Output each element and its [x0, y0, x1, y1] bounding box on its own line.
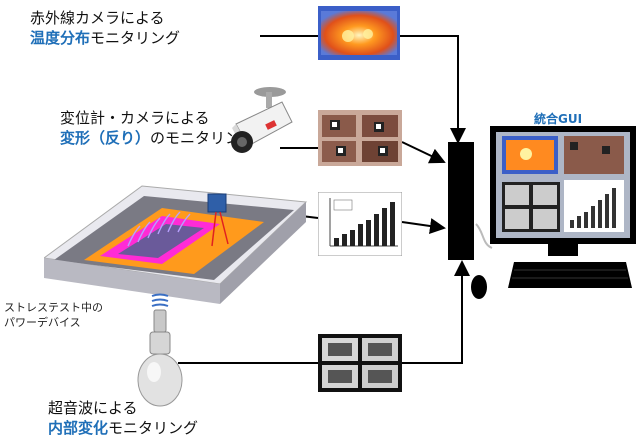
infrared-label-line2: 温度分布モニタリング — [30, 28, 180, 48]
ultrasound-label: 超音波による 内部変化モニタリング — [48, 398, 198, 438]
device-label-line2: パワーデバイス — [4, 316, 81, 329]
ultrasonic-transducer-icon — [137, 293, 183, 407]
displacement-label-line1: 変位計・カメラによる — [60, 109, 210, 127]
bar-graph-icon — [318, 192, 402, 256]
thermal-image-icon — [318, 6, 400, 60]
ultrasound-label-line1: 超音波による — [48, 399, 138, 417]
gui-title: 統合GUI — [534, 112, 583, 126]
infrared-highlight: 温度分布 — [30, 29, 91, 47]
power-module-illustration — [44, 185, 308, 304]
computer-tower-icon — [448, 142, 474, 260]
infrared-label: 赤外線カメラによる 温度分布モニタリング — [30, 8, 180, 48]
displacement-label: 変位計・カメラによる 変形（反り）のモニタリング — [60, 108, 255, 148]
ultrasound-label-line2: 内部変化モニタリング — [48, 418, 198, 438]
displacement-label-line2: 変形（反り）のモニタリング — [60, 128, 255, 148]
security-camera-icon — [231, 87, 293, 153]
device-photo-icon — [318, 110, 402, 166]
ultrasound-highlight: 内部変化 — [48, 419, 109, 437]
desktop-computer-icon — [490, 126, 636, 288]
displacement-rest: のモニタリング — [150, 129, 256, 147]
infrared-label-line1: 赤外線カメラによる — [30, 9, 165, 27]
displacement-highlight: 変形（反り） — [60, 129, 151, 147]
device-label: ストレステスト中の パワーデバイス — [4, 300, 103, 330]
infrared-rest: モニタリング — [90, 29, 181, 47]
ultrasound-image-icon — [318, 334, 402, 392]
device-label-line1: ストレステスト中の — [4, 301, 103, 314]
mouse-icon — [471, 275, 487, 299]
ultrasound-rest: モニタリング — [108, 419, 199, 437]
